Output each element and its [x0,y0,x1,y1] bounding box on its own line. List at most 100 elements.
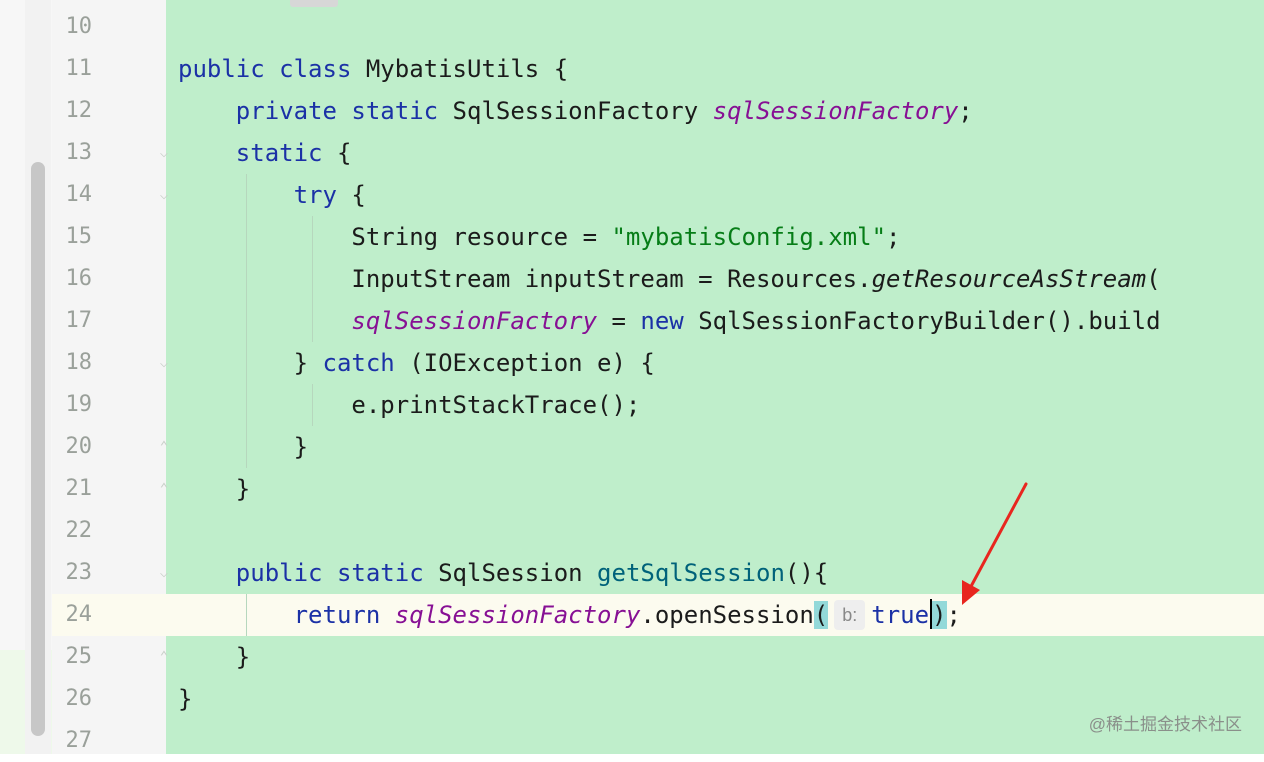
code-token: SqlSessionFactory [438,97,713,125]
code-text: } [178,468,250,510]
code-line[interactable]: 25 ⌃ } [52,636,1264,678]
code-token: SqlSessionFactoryBuilder().build [683,307,1161,335]
code-text: sqlSessionFactory = new SqlSessionFactor… [178,300,1161,342]
method-token: getSqlSession [597,559,785,587]
code-text: String resource = "mybatisConfig.xml"; [178,216,900,258]
fold-marker-icon[interactable]: ⌵ [159,187,169,203]
code-line-current[interactable]: 24 return sqlSessionFactory.openSession(… [52,594,1264,636]
code-text: static { [178,132,352,174]
code-line[interactable]: 18 ⌵ } catch (IOException e) { [52,342,1264,384]
code-line[interactable]: 12 private static SqlSessionFactory sqlS… [52,90,1264,132]
keyword-token: new [640,307,684,335]
code-text: } catch (IOException e) { [178,342,655,384]
line-number: 14 [65,182,93,207]
keyword-token: static [351,97,439,125]
code-line[interactable]: 20 ⌃ } [52,426,1264,468]
line-number: 11 [65,56,93,81]
matched-paren: ( [813,601,829,629]
code-text: try { [178,174,366,216]
code-text: private static SqlSessionFactory sqlSess… [178,90,973,132]
vertical-scrollbar-thumb[interactable] [31,162,45,736]
code-token: } [293,349,323,377]
code-token: SqlSession [423,559,598,587]
code-token: = [597,307,641,335]
code-token: e.printStackTrace(); [351,391,641,419]
line-number: 20 [65,434,93,459]
line-number: 22 [65,518,93,543]
code-line[interactable]: 22 [52,510,1264,552]
code-text: public class MybatisUtils { [178,48,568,90]
fold-marker-icon[interactable]: ⌃ [159,481,169,497]
code-line[interactable]: 26 } [52,678,1264,720]
code-token: (){ [784,559,829,587]
code-text: } [178,678,192,720]
line-number: 10 [65,14,93,39]
code-text: return sqlSessionFactory.openSession(b:t… [178,594,961,636]
code-line[interactable]: 13 ⌵ static { [52,132,1264,174]
field-token: sqlSessionFactory [351,307,598,335]
fold-marker-icon[interactable]: ⌃ [159,649,169,665]
code-text: e.printStackTrace(); [178,384,640,426]
keyword-token: return [293,601,381,629]
keyword-token: try [293,181,337,209]
code-token: } [178,685,193,713]
keyword-token: true [871,601,930,629]
code-line[interactable]: 23 ⌵ public static SqlSession getSqlSess… [52,552,1264,594]
line-number: 23 [65,560,93,585]
code-line[interactable]: 21 ⌃ } [52,468,1264,510]
code-token: (IOException e) { [394,349,655,377]
code-line[interactable]: 14 ⌵ try { [52,174,1264,216]
matched-paren: ) [932,601,947,629]
fold-marker-icon[interactable]: ⌃ [159,439,169,455]
code-line[interactable]: 17 sqlSessionFactory = new SqlSessionFac… [52,300,1264,342]
code-line[interactable]: 16 InputStream inputStream = Resources.g… [52,258,1264,300]
code-token: InputStream inputStream = Resources. [351,265,872,293]
indent-guide [312,384,313,426]
code-token: } [293,433,309,461]
code-token: { [322,139,352,167]
indent-guide [312,216,313,342]
line-number: 27 [65,728,93,753]
code-token: String resource = [351,223,612,251]
watermark: @稀土掘金技术社区 [1088,715,1242,734]
indent-guide [246,174,247,468]
line-number: 12 [65,98,93,123]
keyword-token: catch [322,349,395,377]
code-text: InputStream inputStream = Resources.getR… [178,258,1161,300]
keyword-token: static [336,559,424,587]
keyword-token: class [279,55,352,83]
keyword-token: public [178,55,265,83]
line-number: 16 [65,266,93,291]
line-number: 26 [65,686,93,711]
fold-marker-icon[interactable]: ⌵ [159,565,169,581]
code-line[interactable]: 15 String resource = "mybatisConfig.xml"… [52,216,1264,258]
method-call-token: .openSession [640,601,814,629]
code-text: public static SqlSession getSqlSession()… [178,552,828,594]
line-number: 21 [65,476,93,501]
line-number: 19 [65,392,93,417]
fold-marker-icon[interactable]: ⌵ [159,355,169,371]
code-token: } [235,643,251,671]
field-token: sqlSessionFactory [712,97,959,125]
fold-marker-icon[interactable]: ⌵ [159,145,169,161]
line-number: 13 [65,140,93,165]
code-token: ; [958,97,973,125]
line-number: 18 [65,350,93,375]
keyword-token: static [235,139,323,167]
string-token: "mybatisConfig.xml" [611,223,887,251]
code-line[interactable]: 27 [52,720,1264,762]
code-token: ( [1146,265,1161,293]
code-line[interactable]: 19 e.printStackTrace(); [52,384,1264,426]
static-call-token: getResourceAsStream [871,265,1147,293]
line-number: 25 [65,644,93,669]
keyword-token: public [235,559,323,587]
code-line[interactable]: 10 [52,6,1264,48]
code-token: ; [946,601,961,629]
code-line[interactable]: 11 public class MybatisUtils { [52,48,1264,90]
code-token: { [336,181,366,209]
code-token: ; [886,223,901,251]
code-token: } [235,475,251,503]
code-text: } [178,426,308,468]
top-editor-tab[interactable] [290,0,338,7]
current-line-highlight [52,594,1264,636]
